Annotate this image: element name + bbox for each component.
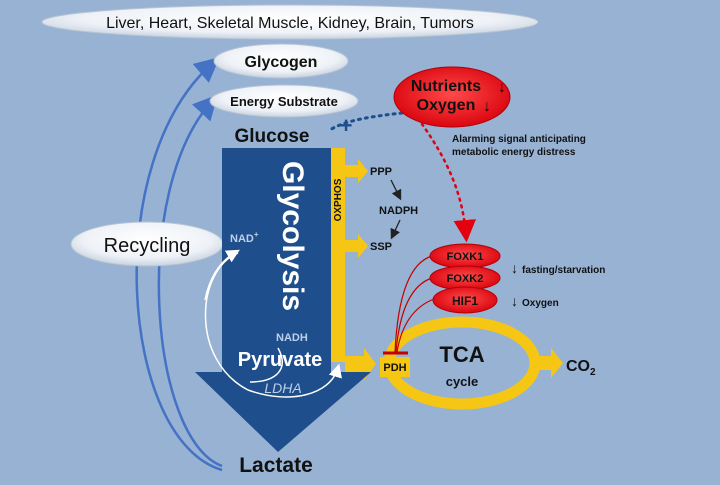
- energy-substrate-label: Energy Substrate: [230, 94, 338, 109]
- glycolysis-arrow: [195, 148, 371, 452]
- organs-label: Liver, Heart, Skeletal Muscle, Kidney, B…: [106, 15, 474, 32]
- regulator-inhibition-lines: [394, 255, 435, 353]
- ssp-label: SSP: [370, 241, 392, 253]
- redox-cycle-outer: [204, 252, 342, 398]
- pdh-box: [380, 357, 410, 377]
- ppp-arrow: [345, 159, 368, 183]
- ppp-to-nadph-arrow: [390, 179, 402, 201]
- nutrients-label: Nutrients: [411, 78, 481, 95]
- alarm-text-line1: Alarming signal anticipating: [452, 134, 586, 145]
- co2-arrow: [535, 348, 563, 378]
- lactate-label: Lactate: [239, 454, 313, 477]
- nad-return-arrow: [204, 249, 240, 301]
- recycle-arrow-energy: [157, 94, 223, 468]
- tca-cycle-label: cycle: [446, 374, 479, 389]
- oxygen-down-icon: ↓: [483, 98, 491, 115]
- oxygen-label: Oxygen: [417, 97, 476, 114]
- glycogen-node: Glycogen: [213, 43, 349, 79]
- hif1-label: HIF1: [452, 294, 478, 308]
- alarm-text-line2: metabolic energy distress: [452, 147, 576, 158]
- nad-label: NAD+: [230, 230, 259, 245]
- fasting-label: fasting/starvation: [522, 265, 605, 276]
- plus-sign: +: [340, 113, 353, 138]
- nadph-to-ssp-arrow: [390, 219, 401, 240]
- recycling-node: Recycling: [70, 221, 224, 267]
- hif1-node: HIF1: [432, 286, 498, 314]
- foxk2-node: FOXK2: [429, 265, 501, 291]
- nadph-label: NADPH: [379, 205, 418, 217]
- recycling-arrows: [135, 57, 223, 472]
- ppp-label: PPP: [370, 166, 392, 178]
- nutrients-down-icon: ↓: [498, 79, 506, 96]
- redox-cycle-inner: [249, 347, 283, 383]
- oxphos-bar: [331, 148, 345, 362]
- ssp-arrow: [345, 234, 368, 258]
- recycle-arrow-glycogen: [135, 57, 223, 472]
- pdh-label: PDH: [383, 362, 406, 374]
- glycolysis-label: Glycolysis: [276, 161, 309, 311]
- recycling-label: Recycling: [104, 235, 191, 257]
- signal-dotted-red: [420, 122, 477, 243]
- oxygen-low-label: Oxygen: [522, 298, 559, 309]
- energy-substrate-node: Energy Substrate: [209, 84, 359, 118]
- foxk1-label: FOXK1: [447, 251, 484, 263]
- organs-banner: Liver, Heart, Skeletal Muscle, Kidney, B…: [41, 4, 539, 40]
- nadh-label: NADH: [276, 332, 308, 344]
- oxphos-label: OXPHOS: [333, 178, 344, 221]
- tca-label: TCA: [439, 342, 484, 367]
- fasting-down-icon: ↓: [511, 260, 518, 276]
- oxygen-low-down-icon: ↓: [511, 293, 518, 309]
- foxk2-label: FOXK2: [447, 273, 484, 285]
- pyruvate-label: Pyruvate: [238, 349, 323, 371]
- stress-signal-node: Nutrients ↓ Oxygen ↓: [393, 66, 511, 128]
- glycogen-label: Glycogen: [245, 54, 318, 71]
- ldha-label: LDHA: [264, 380, 301, 396]
- foxk1-node: FOXK1: [429, 243, 501, 269]
- signal-dotted-blue: [328, 111, 404, 132]
- glucose-label: Glucose: [235, 126, 310, 147]
- co2-label: CO2: [566, 358, 596, 378]
